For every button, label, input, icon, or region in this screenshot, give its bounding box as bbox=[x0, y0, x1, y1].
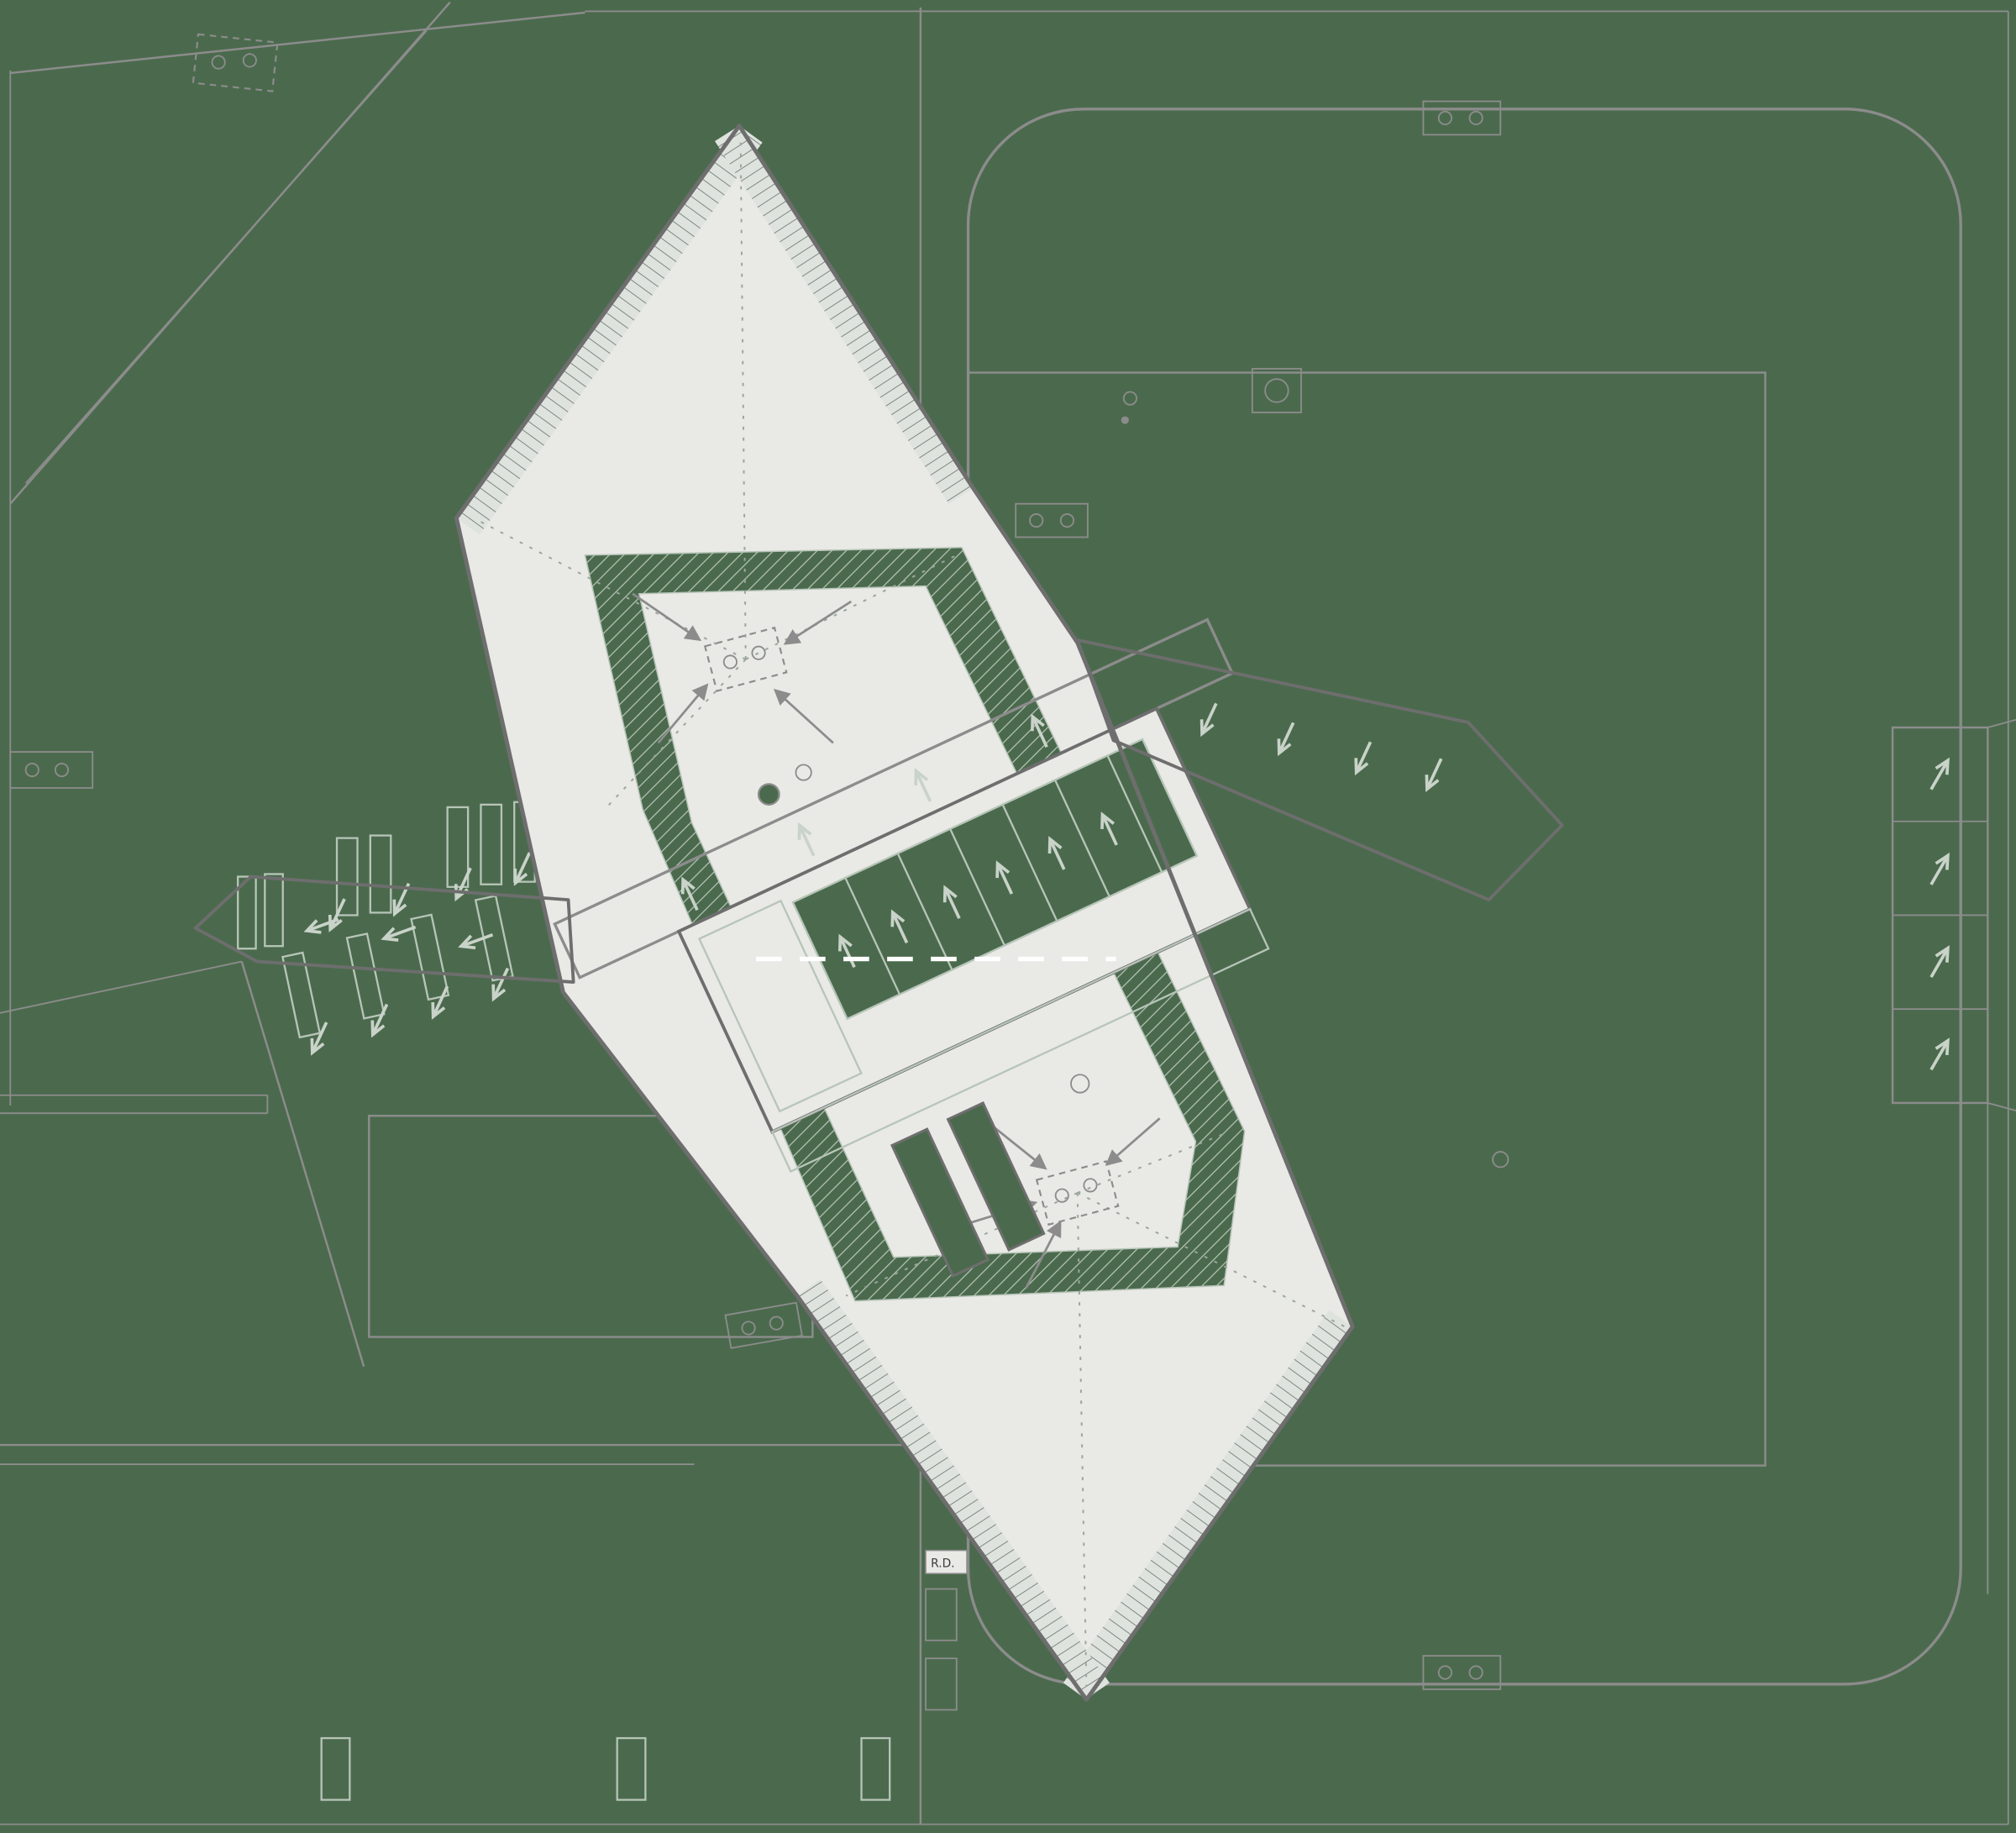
site-circle bbox=[1122, 391, 1137, 406]
canopy-arm-left bbox=[193, 874, 575, 984]
parking-stall bbox=[860, 1736, 891, 1801]
roof-vent bbox=[757, 783, 780, 806]
parking-stall bbox=[320, 1736, 351, 1801]
parking-stall bbox=[369, 834, 392, 914]
slope-arrow bbox=[1105, 1117, 1161, 1167]
access-line bbox=[1987, 1102, 2016, 1112]
parking-stall bbox=[446, 806, 470, 888]
building-outline bbox=[454, 123, 1355, 1702]
parking-area-right bbox=[1891, 718, 2016, 1594]
lower-roof-plane bbox=[845, 1117, 1346, 1687]
utility-box bbox=[1251, 368, 1302, 413]
property-line bbox=[0, 960, 242, 1014]
survey-marker-eave bbox=[724, 1301, 803, 1349]
roof-bar bbox=[946, 1101, 1046, 1252]
roof-vent bbox=[1070, 1074, 1090, 1094]
parking-stall bbox=[345, 932, 386, 1020]
drain-outlet bbox=[1083, 1178, 1098, 1193]
bottom-stalls bbox=[320, 1736, 891, 1801]
edge-band bbox=[1063, 1310, 1353, 1700]
site-circle bbox=[1492, 1151, 1509, 1169]
parking-stall bbox=[480, 803, 503, 885]
slope-arrow bbox=[657, 683, 709, 744]
parking-stall bbox=[410, 913, 450, 1001]
penthouse-panel bbox=[697, 899, 863, 1113]
roof-drain-lower bbox=[1035, 1160, 1120, 1226]
parking-stall bbox=[616, 1736, 647, 1801]
property-line bbox=[240, 961, 365, 1368]
parking-stall bbox=[237, 875, 257, 950]
slope-arrow bbox=[1025, 1220, 1062, 1289]
survey-marker-leftmid bbox=[9, 751, 94, 789]
slope-arrow bbox=[632, 592, 702, 642]
drain-outlet bbox=[751, 645, 766, 660]
survey-marker-topleft bbox=[192, 33, 279, 92]
survey-marker-court bbox=[1015, 502, 1089, 538]
canopy-arm-right bbox=[1075, 638, 1564, 902]
access-line bbox=[1987, 718, 2016, 728]
upper-roof-plane bbox=[475, 138, 958, 811]
survey-marker-top bbox=[1422, 100, 1502, 136]
parking-stall bbox=[264, 873, 284, 948]
drain-box bbox=[925, 1588, 958, 1641]
skylight-assembly bbox=[553, 617, 1270, 1278]
survey-marker-bottom bbox=[1422, 1655, 1502, 1690]
roof-bar bbox=[890, 1127, 990, 1278]
building-roof bbox=[193, 123, 1564, 1702]
rd-label: R.D. bbox=[931, 1557, 954, 1570]
roof-drain-upper bbox=[703, 626, 788, 692]
roof-drain-callout: R.D. bbox=[925, 1549, 968, 1711]
edge-band bbox=[796, 1279, 1110, 1700]
edge-band bbox=[456, 125, 763, 535]
roof-vent bbox=[795, 764, 812, 781]
parking-stall bbox=[281, 951, 322, 1039]
clerestory-strip-lower bbox=[770, 907, 1270, 1173]
wedge-line-3 bbox=[24, 29, 428, 484]
wedge-line-1 bbox=[10, 11, 585, 75]
site-boundary bbox=[0, 7, 2009, 1825]
drain-box bbox=[925, 1657, 958, 1711]
drain-outlet bbox=[722, 654, 738, 670]
slope-arrow bbox=[991, 1125, 1047, 1170]
drain-outlet bbox=[1054, 1188, 1069, 1203]
parking-stall bbox=[335, 837, 359, 916]
edge-band bbox=[715, 125, 974, 504]
slope-arrow bbox=[773, 688, 834, 744]
rd-label-box bbox=[925, 1549, 968, 1574]
slope-arrow bbox=[783, 600, 853, 645]
site-dot bbox=[1121, 416, 1129, 424]
